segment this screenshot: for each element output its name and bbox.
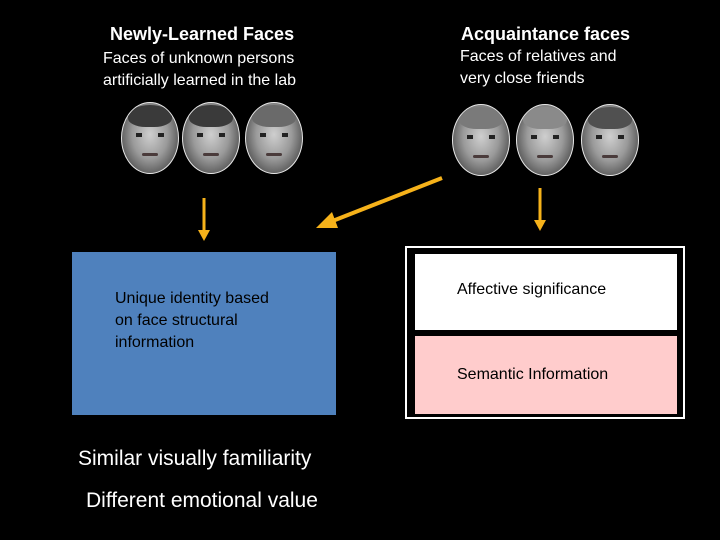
identity-box-text: Unique identity based on face structural…: [115, 288, 269, 354]
arrow-right-down: [534, 188, 546, 231]
bottom-line-different: Different emotional value: [86, 489, 318, 513]
right-box-frame: Affective significance Semantic Informat…: [405, 246, 685, 419]
identity-box: Unique identity based on face structural…: [72, 252, 336, 415]
affective-box-text: Affective significance: [457, 279, 606, 301]
semantic-box-text: Semantic Information: [457, 364, 608, 386]
semantic-box: Semantic Information: [415, 336, 677, 414]
arrow-diagonal: [316, 178, 442, 228]
affective-box: Affective significance: [415, 254, 677, 330]
bottom-line-similar: Similar visually familiarity: [78, 447, 311, 471]
arrow-left-down: [198, 198, 210, 241]
